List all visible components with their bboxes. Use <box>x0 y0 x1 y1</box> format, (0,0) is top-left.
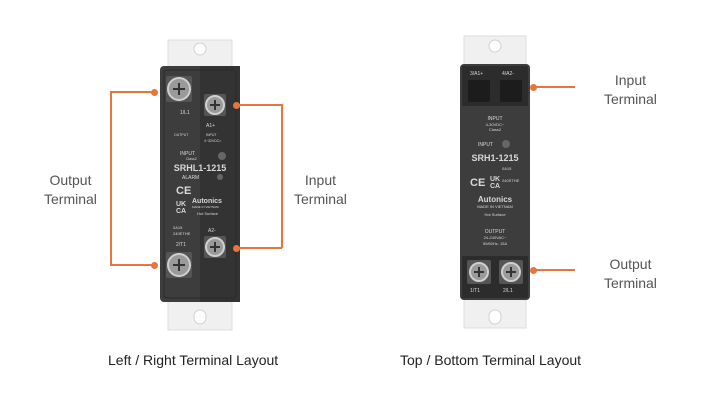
right-output-dot <box>529 266 537 274</box>
right-layout-caption: Top / Bottom Terminal Layout <box>400 352 582 368</box>
right-input-led-label: INPUT <box>478 142 493 148</box>
right-model-label: SRH1-1215 <box>471 153 518 163</box>
left-output-spec: OUTPUT <box>174 133 189 137</box>
right-a2-label: 4/A2- <box>502 71 514 77</box>
left-voltage: 240ETHE <box>173 231 191 236</box>
left-a1-label: A1+ <box>206 123 215 129</box>
right-ukca-mark: UK <box>490 176 500 183</box>
left-output-dot-bottom <box>150 261 158 269</box>
right-input-terminal-label: Input Terminal <box>604 72 657 107</box>
right-hot-surface: Hot Surface <box>484 212 506 217</box>
left-input-bracket-top <box>236 104 282 106</box>
right-output-line <box>533 269 575 271</box>
right-output-label: OUTPUT <box>485 229 506 235</box>
right-input-dot <box>529 83 537 91</box>
left-rating: 0A15 <box>173 225 183 230</box>
left-input-sub: 4~32VDC= <box>204 139 221 143</box>
right-output-terminal-label: Output Terminal <box>604 256 657 291</box>
left-alarm-label: ALARM <box>182 175 199 181</box>
right-output-freq: 50/60Hz, 15A <box>483 241 508 246</box>
left-output-bracket-bottom <box>110 264 154 266</box>
right-t2-label: 2/L1 <box>503 288 513 294</box>
left-a2-label: A2- <box>208 228 216 234</box>
right-brand: Autonics <box>478 195 513 204</box>
right-ukca-mark-2: CA <box>490 183 500 190</box>
left-input-dot-bottom <box>232 244 240 252</box>
left-device-image: 1/L1 A1+ OUTPUT INPUT 4~32VDC= INPUT Cla… <box>160 39 240 331</box>
left-ukca-mark: UK <box>176 201 186 208</box>
left-brand: Autonics <box>192 198 222 205</box>
right-device-image: 3/A1+ 4/A2- INPUT 4-30VDC~ Class2 INPUT … <box>460 35 530 329</box>
right-made-in: MADE IN VIETNAM <box>477 204 513 209</box>
right-input-spec: 4-30VDC~ <box>486 122 505 127</box>
left-input-led-label: INPUT <box>180 151 195 157</box>
left-ukca-mark-2: CA <box>176 208 186 215</box>
right-input-line <box>533 86 575 88</box>
left-input-dot-top <box>232 101 240 109</box>
left-output-dot-top <box>150 88 158 96</box>
left-hot-surface: Hot Surface <box>197 211 219 216</box>
left-output-bracket-top <box>110 91 154 93</box>
left-layout-caption: Left / Right Terminal Layout <box>108 352 279 368</box>
right-a1-label: 3/A1+ <box>470 71 483 77</box>
left-input-bracket-bottom <box>236 247 282 249</box>
right-input-class: Class2 <box>489 127 502 132</box>
left-output-terminal-label: Output Terminal <box>44 172 97 207</box>
left-input-led-sub: Class2 <box>186 157 197 161</box>
right-voltage: 240STHE <box>502 178 520 183</box>
right-ce-mark: CE <box>470 177 485 189</box>
left-input-terminal-label: Input Terminal <box>294 172 347 207</box>
left-output-bracket-vertical <box>110 91 112 265</box>
right-t1-label: 1/T1 <box>470 288 480 294</box>
left-made-in: MADE IN VIETNAM <box>192 205 219 209</box>
right-input-label: INPUT <box>488 116 503 122</box>
left-input-bracket-vertical <box>281 104 283 248</box>
left-input-spec: INPUT <box>206 133 217 137</box>
right-output-spec: 24-240VAC~ <box>484 235 507 240</box>
right-rating: 0A15 <box>502 166 512 171</box>
left-t2-label: 2/T1 <box>176 242 186 248</box>
left-ce-mark: CE <box>176 185 191 197</box>
left-model-label: SRHL1-1215 <box>174 163 227 173</box>
left-t1-label: 1/L1 <box>180 110 190 116</box>
